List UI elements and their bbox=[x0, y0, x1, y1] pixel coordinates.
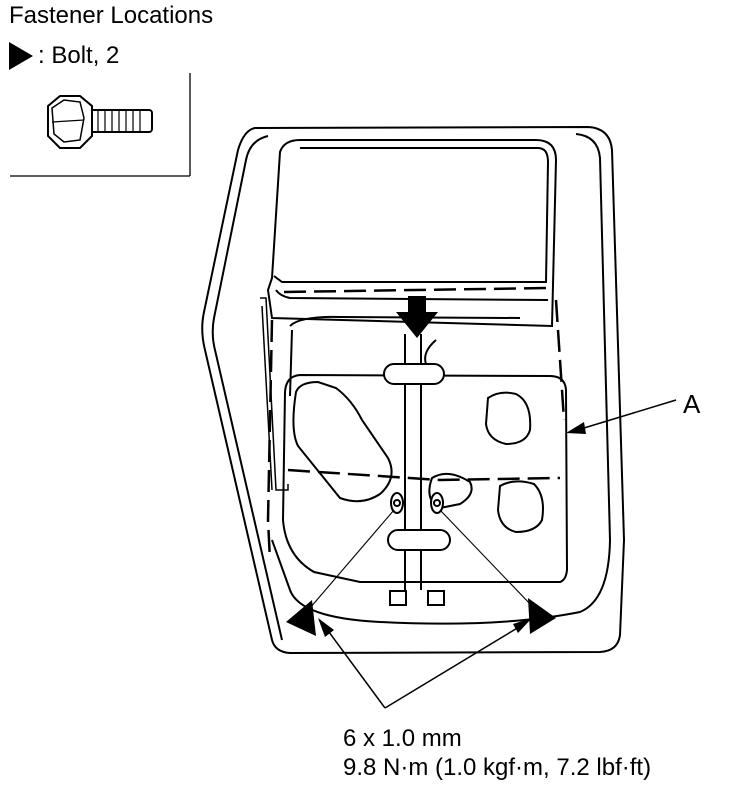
torque-value-text: 9.8 N·m (1.0 kgf·m, 7.2 lbf·ft) bbox=[343, 754, 652, 781]
trim-dashed-outline bbox=[266, 286, 566, 561]
bolt-marker-icon bbox=[9, 42, 33, 70]
bolt-legend-box bbox=[10, 73, 191, 177]
door-outer-panel bbox=[201, 125, 626, 655]
torque-spec: 6 x 1.0 mm 9.8 N·m (1.0 kgf·m, 7.2 lbf·f… bbox=[343, 724, 651, 782]
bolt-marker-left bbox=[286, 600, 316, 636]
fastener-legend: : Bolt, 2 bbox=[8, 41, 119, 71]
bolt-marker-right bbox=[528, 598, 556, 634]
bolt-illustration bbox=[47, 95, 153, 149]
regulator-bolt-holes bbox=[389, 492, 445, 606]
legend-bolt-label: : Bolt, 2 bbox=[38, 42, 120, 69]
spec-arrows bbox=[318, 618, 532, 709]
bolt-location-markers bbox=[286, 598, 556, 636]
diagram-title: Fastener Locations bbox=[9, 2, 214, 29]
inner-panel bbox=[281, 315, 569, 583]
down-arrow-icon bbox=[396, 296, 438, 338]
bolt-size-text: 6 x 1.0 mm bbox=[343, 725, 462, 752]
bolt-leader-lines bbox=[309, 509, 533, 609]
panel-cutouts bbox=[292, 380, 544, 534]
window-regulator bbox=[383, 334, 451, 590]
window-opening bbox=[266, 139, 558, 328]
callout-a-leader bbox=[566, 399, 677, 434]
edge-strip bbox=[260, 297, 289, 491]
callout-label-a: A bbox=[683, 389, 701, 419]
